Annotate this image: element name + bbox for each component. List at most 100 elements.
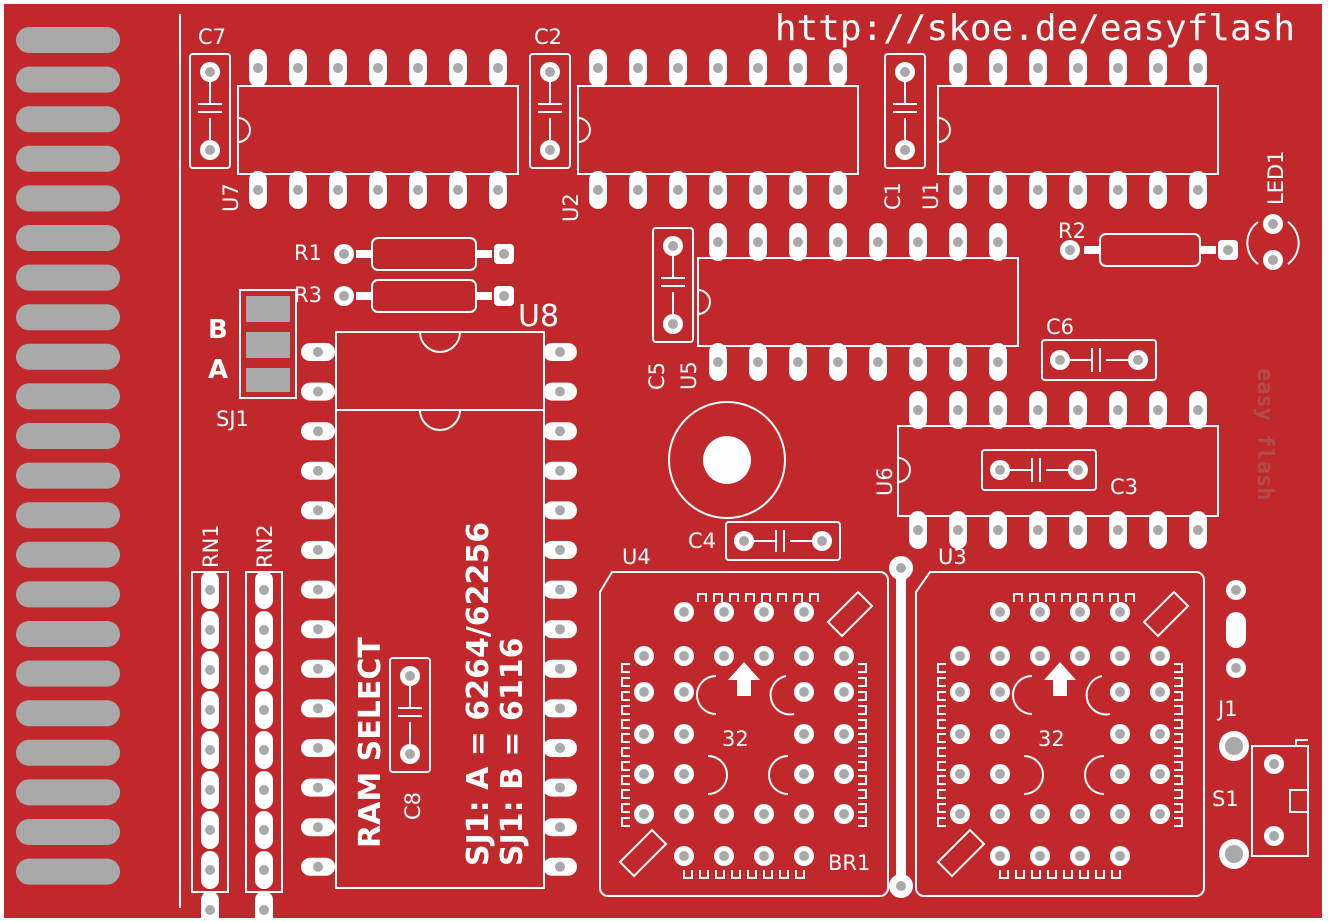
ic-pin-pad — [589, 171, 607, 209]
ic-pin-pad — [789, 171, 807, 209]
plcc-pin-pad — [634, 682, 654, 702]
cap-c4 — [725, 521, 841, 561]
led1 — [1246, 214, 1300, 270]
ic-pin-pad — [989, 511, 1007, 549]
plcc-pin-pad — [634, 724, 654, 744]
ic-pin-pad — [301, 541, 335, 559]
ic-pin-pad — [949, 223, 967, 261]
plcc-pin-pad — [834, 804, 854, 824]
ic-pin-pad — [543, 580, 577, 599]
plcc-pin-pad — [950, 804, 970, 824]
edge-finger — [16, 106, 120, 133]
ic-pin-pad — [1029, 49, 1047, 87]
label-r1: R1 — [294, 241, 322, 265]
rn-pin-pad — [201, 611, 219, 649]
plcc-socket-u3 — [915, 571, 1205, 897]
ic-pin-pad — [301, 422, 335, 441]
resistor-r1 — [334, 237, 514, 271]
rn-pin-pad — [255, 771, 273, 809]
rn-pin-pad — [201, 771, 219, 809]
ic-pin-pad — [589, 49, 607, 87]
plcc-pin-pad — [990, 764, 1010, 784]
ic-pin-pad — [543, 382, 577, 401]
ic-pin-pad — [1109, 49, 1127, 87]
plcc-pin-pad — [714, 646, 734, 666]
label-j1: J1 — [1216, 697, 1238, 721]
plcc-pin-pad — [634, 646, 654, 666]
ic-pin-pad — [369, 171, 387, 209]
ic-pin-pad — [409, 171, 427, 209]
rn-pin-pad — [201, 851, 219, 889]
board-outline — [4, 4, 1322, 918]
ic-pin-pad — [829, 343, 847, 381]
plcc-pin-pad — [1030, 846, 1050, 866]
ic-pin-pad — [1109, 511, 1127, 549]
ic-pin-pad — [949, 49, 967, 87]
ic-pin-pad — [829, 171, 847, 209]
ic-pin-pad — [543, 620, 577, 639]
ic-pin-pad — [409, 49, 427, 87]
rn-pin-pad — [255, 731, 273, 769]
rn-pin-pad — [255, 811, 273, 849]
plcc-pin-pad — [714, 602, 734, 622]
rn-pin-pad — [201, 731, 219, 769]
rn-pin-pad — [255, 851, 273, 889]
plcc-pin-pad — [950, 764, 970, 784]
plcc-pin-pad — [794, 724, 814, 744]
ram-select-title: RAM SELECT — [353, 637, 388, 848]
label-u3: U3 — [938, 545, 967, 569]
ic-pin-pad — [543, 343, 577, 361]
ic-pin-pad — [1069, 511, 1087, 549]
cap-c5 — [652, 227, 694, 343]
ic-pin-pad — [1069, 391, 1087, 429]
label-rn1: RN1 — [199, 524, 223, 568]
ic-pin-pad — [869, 223, 887, 261]
label-u2: U2 — [559, 193, 583, 222]
plcc-pin-pad — [1110, 646, 1130, 666]
ic-pin-pad — [1189, 391, 1207, 429]
ic-pin-pad — [749, 223, 767, 261]
plcc-pin-pad — [794, 804, 814, 824]
edge-finger — [16, 541, 120, 568]
plcc-pin-pad — [674, 804, 694, 824]
ic-pin-pad — [543, 699, 577, 718]
ic-pin-pad — [1109, 391, 1127, 429]
ic-pin-pad — [789, 223, 807, 261]
plcc-pin-pad — [1030, 646, 1050, 666]
ic-pin-pad — [329, 49, 347, 87]
chip-u5 — [697, 257, 1019, 347]
plcc-pads — [621, 593, 1183, 879]
ic-pin-pad — [1149, 171, 1167, 209]
plcc-pin-pad — [1070, 646, 1090, 666]
label-c4: C4 — [688, 529, 716, 553]
ic-pin-pad — [1069, 171, 1087, 209]
label-u6: U6 — [873, 467, 897, 496]
ic-pin-pad — [989, 49, 1007, 87]
ic-pin-pad — [329, 171, 347, 209]
plcc-pin-pad — [674, 682, 694, 702]
url-text: http://skoe.de/easyflash — [775, 8, 1295, 49]
plcc-pin-pad — [834, 646, 854, 666]
ic-pin-pad — [909, 511, 927, 549]
plcc-pin-pad — [950, 724, 970, 744]
ic-pin-pad — [1189, 49, 1207, 87]
edge-finger — [16, 225, 120, 251]
label-c8: C8 — [401, 792, 425, 820]
plcc-pin-pad — [794, 602, 814, 622]
plcc-pin-pad — [1110, 602, 1130, 622]
edge-finger — [16, 858, 120, 885]
plcc-pin-pad — [1110, 804, 1130, 824]
ic-pin-pad — [543, 541, 577, 559]
ic-pin-pad — [629, 49, 647, 87]
label-u7: U7 — [219, 183, 243, 212]
plcc-pin-pad — [754, 846, 774, 866]
ic-pin-pad — [989, 223, 1007, 261]
edge-finger — [16, 27, 120, 53]
label-rn2: RN2 — [253, 524, 277, 568]
plcc-pin-pad — [1070, 602, 1090, 622]
label-rn1-pin1: 1 — [199, 897, 223, 910]
plcc-pin-pad — [754, 804, 774, 824]
label-br1: BR1 — [828, 851, 870, 875]
rn-pin-pad — [201, 651, 219, 689]
ic-pin-pad — [829, 223, 847, 261]
